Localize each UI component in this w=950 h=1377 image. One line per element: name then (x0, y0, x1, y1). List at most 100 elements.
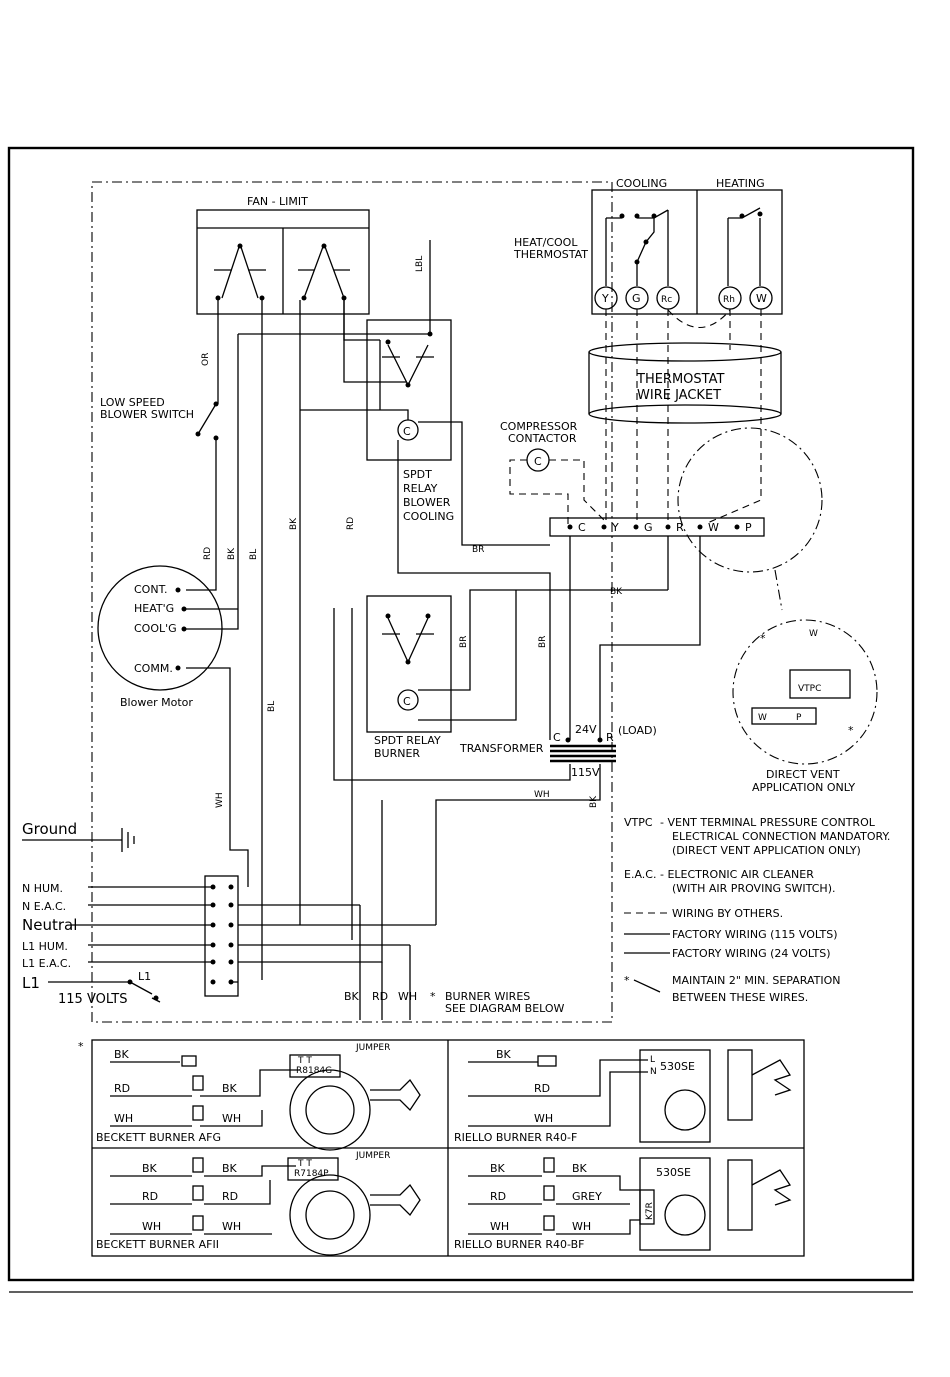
strip-terminal-c: C (578, 521, 586, 534)
vent-terminal-w: W (758, 713, 767, 723)
r40f-wh: WH (534, 1112, 553, 1125)
outer-border (7, 146, 915, 1282)
wire-label-rd-2: RD (346, 517, 356, 530)
compressor-label-2: CONTACTOR (508, 432, 577, 445)
thermostat-terminal-rc: Rc (661, 295, 672, 305)
legend-vtpc-2: ELECTRICAL CONNECTION MANDATORY. (672, 830, 890, 843)
wire-label-rd-out: RD (372, 990, 388, 1003)
transformer-r: R (606, 731, 614, 744)
afii-title: BECKETT BURNER AFII (96, 1238, 219, 1251)
thermostat-terminal-g: G (632, 292, 641, 305)
strip-terminal-g: G (644, 521, 653, 534)
legend-factory-24: FACTORY WIRING (24 VOLTS) (672, 947, 831, 960)
spdt-relay-burner: C SPDT RELAY BURNER (366, 595, 452, 760)
transformer-load: (LOAD) (618, 724, 657, 737)
wire-label-br-1: BR (472, 545, 484, 555)
r40bf-wh: WH (490, 1220, 509, 1233)
wire-label-wh-1: WH (215, 792, 225, 808)
wire-color-labels: OR LBL RD BK BL BK RD BR BR BR BK BL WH … (201, 256, 623, 1003)
wire-label-bl-1: BL (249, 549, 259, 560)
low-speed-blower-switch: LOW SPEED BLOWER SWITCH (100, 396, 219, 441)
afg-tt: T T (297, 1056, 312, 1066)
r40f-rd: RD (534, 1082, 550, 1095)
transformer-label: TRANSFORMER (459, 742, 544, 755)
afg-bk-2: BK (222, 1082, 238, 1095)
wire-label-or: OR (201, 353, 211, 366)
afg-title: BECKETT BURNER AFG (96, 1131, 221, 1144)
legend: VTPC - VENT TERMINAL PRESSURE CONTROL EL… (624, 816, 890, 1004)
afii-wh: WH (142, 1220, 161, 1233)
thermostat-heating-label: HEATING (716, 177, 765, 190)
thermostat-field-wires (605, 309, 762, 525)
afii-wh-2: WH (222, 1220, 241, 1233)
furnace-boundary (91, 181, 613, 1023)
r40f-control: 530SE (660, 1060, 695, 1073)
wire-label-br-2: BR (459, 636, 469, 648)
vtpc-label: VTPC (798, 684, 821, 694)
transformer-115v: 115V (571, 766, 600, 779)
thermostat-title-1: HEAT/COOL (514, 236, 578, 249)
supply-l1-small: L1 (138, 970, 151, 983)
supply-voltage: 115 VOLTS (58, 992, 128, 1007)
strip-terminal-w: W (708, 521, 719, 534)
afii-bk: BK (142, 1162, 158, 1175)
wire-label-wh-2: WH (534, 790, 550, 800)
ground-label: Ground (22, 820, 77, 838)
transformer: TRANSFORMER C 24V R (LOAD) 115V (459, 723, 657, 779)
fan-limit-title: FAN - LIMIT (247, 195, 308, 208)
relay-burner-coil: C (403, 695, 411, 708)
blower-tap-cont: CONT. (134, 583, 167, 596)
relay-cooling-label-2: RELAY (403, 482, 438, 495)
beckett-afg: BK RD WH BK WH T T R8184G JUMPER BECKETT… (96, 1043, 421, 1151)
legend-factory-115: FACTORY WIRING (115 VOLTS) (672, 928, 838, 941)
relay-cooling-label-4: COOLING (403, 510, 454, 523)
strip-terminal-r: R (676, 521, 684, 534)
burner-wires-note: * BURNER WIRES SEE DIAGRAM BELOW (430, 990, 565, 1015)
burner-note-2: SEE DIAGRAM BELOW (445, 1002, 565, 1015)
afg-jumper: JUMPER (355, 1043, 390, 1053)
vent-star-2: * (848, 724, 854, 737)
riello-r40f: BK RD WH L N 530SE RIELLO BURNER R40-F (454, 1048, 792, 1144)
afg-wh-2: WH (222, 1112, 241, 1125)
factory-wiring (186, 240, 701, 1020)
supply-n-eac: N E.A.C. (22, 900, 66, 913)
afii-rd-2: RD (222, 1190, 238, 1203)
strip-terminal-y: Y (611, 521, 619, 534)
legend-eac-key: E.A.C. (624, 868, 656, 881)
supply-l1: L1 (22, 974, 40, 992)
riello-r40bf: BK RD WH BK GREY WH K7R 530SE RIELLO BUR… (454, 1157, 792, 1251)
afg-control: R8184G (296, 1066, 332, 1076)
thermostat-wire-jacket: THERMOSTAT WIRE JACKET (588, 342, 782, 424)
legend-vtpc-1: - VENT TERMINAL PRESSURE CONTROL (660, 816, 876, 829)
r40f-n: N (650, 1067, 657, 1077)
r40f-title: RIELLO BURNER R40-F (454, 1131, 577, 1144)
legend-vtpc-key: VTPC (624, 816, 653, 829)
jacket-label-2: WIRE JACKET (637, 388, 721, 403)
supply-l1-hum: L1 HUM. (22, 940, 68, 953)
compressor-label-1: COMPRESSOR (500, 420, 578, 433)
blower-tap-comm: COMM. (134, 662, 173, 675)
r40f-bk: BK (496, 1048, 512, 1061)
low-speed-label-1: LOW SPEED (100, 396, 165, 409)
strip-terminal-p: P (745, 521, 752, 534)
compressor-coil-label: C (534, 455, 542, 468)
afg-bk: BK (114, 1048, 130, 1061)
wire-label-br-3: BR (538, 636, 548, 648)
legend-star: * (624, 974, 630, 987)
low-speed-label-2: BLOWER SWITCH (100, 408, 194, 421)
relay-cooling-coil: C (403, 425, 411, 438)
afii-bk-2: BK (222, 1162, 238, 1175)
supply-n-hum: N HUM. (22, 882, 63, 895)
r40bf-title: RIELLO BURNER R40-BF (454, 1238, 585, 1251)
r40bf-control: 530SE (656, 1166, 691, 1179)
burner-note-1: BURNER WIRES (445, 990, 530, 1003)
legend-sep-1: MAINTAIN 2" MIN. SEPARATION (672, 974, 840, 987)
beckett-afii: BK RD WH BK RD WH T T R7184P JUMPER BECK… (96, 1151, 421, 1256)
low-voltage-terminal-strip: C Y G R W P (549, 517, 765, 537)
relay-cooling-label-3: BLOWER (403, 496, 451, 509)
blower-tap-heat: HEAT'G (134, 602, 174, 615)
wire-label-rd-1: RD (203, 547, 213, 560)
vent-star-1: * (760, 632, 766, 645)
wire-label-lbl: LBL (415, 256, 425, 272)
